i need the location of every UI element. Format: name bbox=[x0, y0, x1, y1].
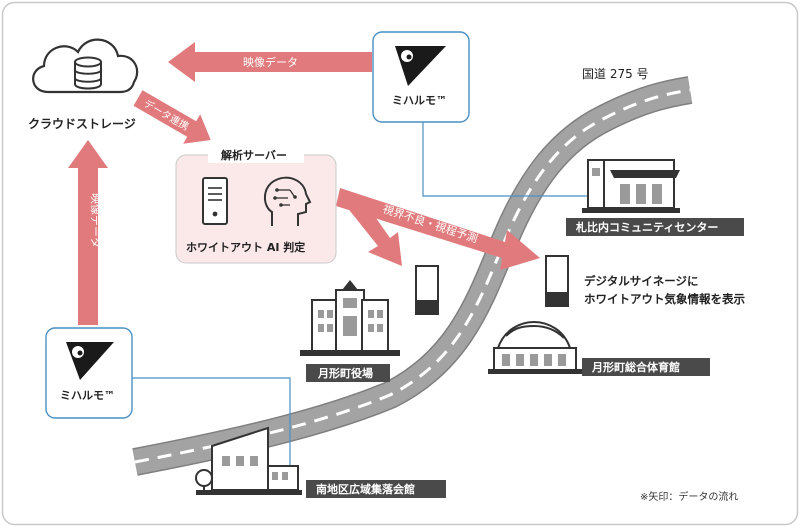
building-icon bbox=[195, 426, 302, 495]
mihalmo-logo-icon bbox=[395, 46, 446, 86]
gym-label: 月形町総合体育館 bbox=[591, 360, 680, 374]
arrow-video-to-cloud bbox=[168, 42, 372, 82]
analysis-server-panel: 解析サーバー ホワイトアウト AI 判定 bbox=[175, 147, 337, 264]
signage-text-line2: ホワイトアウト気象情報を表示 bbox=[584, 292, 745, 306]
mihalmo-logo-icon bbox=[66, 342, 114, 380]
device-top-label: ミハルモ™ bbox=[392, 94, 447, 107]
device-top: ミハルモ™ bbox=[372, 31, 470, 123]
assembly-hall-label: 南地区広域集落会館 bbox=[316, 482, 415, 496]
route-275-road bbox=[132, 76, 693, 476]
arrow-forecast bbox=[336, 188, 540, 270]
cloud-database-icon bbox=[32, 38, 139, 94]
town-hall-label: 月形町役場 bbox=[317, 366, 373, 380]
connector-top-device bbox=[422, 122, 590, 197]
whiteout-ai-label: ホワイトアウト AI 判定 bbox=[186, 240, 305, 254]
route-label: 国道 275 号 bbox=[582, 67, 649, 81]
ai-head-icon bbox=[264, 176, 312, 226]
arrow-video-top-label: 映像データ bbox=[243, 55, 298, 69]
gym-label-box bbox=[582, 358, 710, 376]
community-center-label-box bbox=[566, 218, 744, 236]
digital-signage-icon bbox=[415, 265, 439, 315]
analysis-server-title: 解析サーバー bbox=[221, 148, 287, 162]
connector-bottom-device bbox=[130, 377, 291, 468]
server-icon bbox=[202, 177, 228, 225]
arrow-video-left-label: 映像データ bbox=[89, 193, 103, 248]
assembly-hall-label-box bbox=[306, 480, 446, 498]
signage-text-line1: デジタルサイネージに bbox=[584, 274, 699, 288]
arrow-legend-note: ※矢印：データの流れ bbox=[640, 490, 738, 503]
arrow-video-up bbox=[68, 140, 108, 325]
building-icon bbox=[488, 320, 582, 374]
device-bottom-label: ミハルモ™ bbox=[60, 389, 115, 402]
building-icon bbox=[582, 159, 680, 213]
town-hall-label-box bbox=[306, 364, 390, 382]
cloud-storage-label: クラウドストレージ bbox=[28, 117, 136, 131]
device-bottom: ミハルモ™ bbox=[45, 327, 133, 419]
community-center-label: 札比内コミュニティセンター bbox=[575, 220, 718, 234]
digital-signage-icon bbox=[545, 255, 569, 307]
building-icon bbox=[300, 280, 400, 356]
